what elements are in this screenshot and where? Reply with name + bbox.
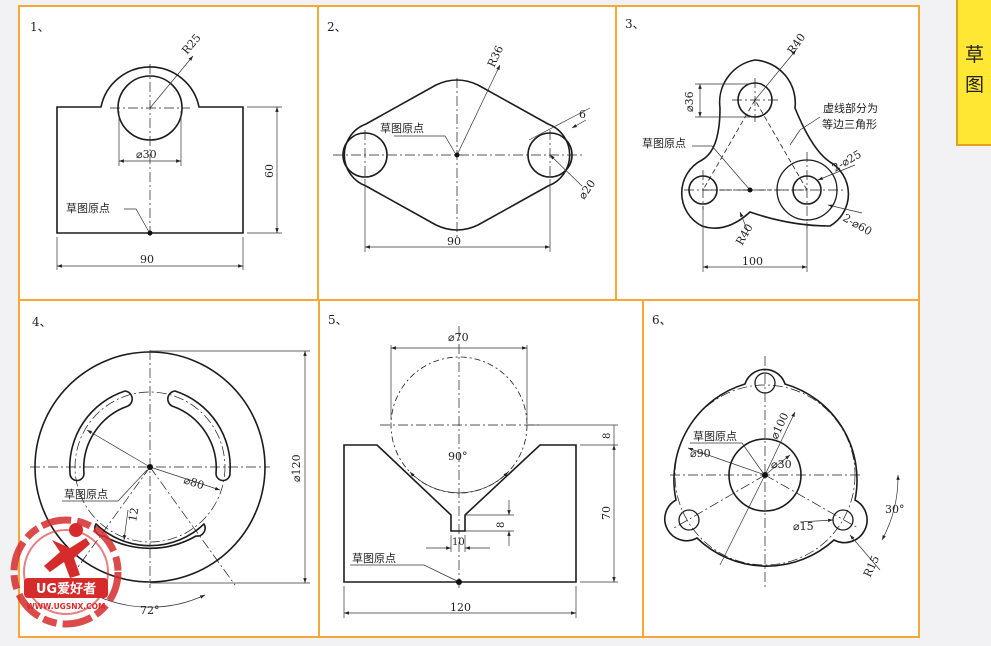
- radius-leader: [149, 55, 194, 109]
- dim-angle-label: 30°: [885, 503, 905, 516]
- drawing-2: [333, 64, 591, 252]
- origin-label: 草图原点: [66, 202, 110, 215]
- drawing-1: [56, 55, 282, 270]
- panel-frame-1: [18, 5, 319, 301]
- ug-logo: UG爱好者 WWW.UGSNX.COM: [10, 516, 122, 628]
- dim-angle-label: 90°: [448, 450, 468, 463]
- sketch-origin-point: [762, 472, 768, 478]
- drawing-3: [681, 49, 863, 272]
- chapter-side-tab: 草 图: [956, 0, 991, 146]
- sketch-origin-point: [147, 230, 153, 236]
- dim-angle-label: 72°: [140, 604, 160, 617]
- origin-label: 草图原点: [693, 430, 737, 443]
- side-tab-char-2: 图: [964, 74, 984, 96]
- origin-label: 草图原点: [64, 488, 108, 501]
- panel-frame-6: [642, 299, 920, 638]
- dim-diameter-label: ⌀70: [448, 331, 469, 344]
- origin-label: 草图原点: [642, 137, 686, 150]
- equilateral-triangle: [702, 99, 808, 191]
- panel-number-4: 4、: [32, 315, 52, 329]
- arc-slot-right: [167, 390, 232, 482]
- panel-number-3: 3、: [625, 17, 645, 31]
- dashed-note-line2: 等边三角形: [822, 117, 877, 131]
- panel-frames: [18, 5, 920, 638]
- dim-hole-diameter-label: ⌀15: [793, 520, 814, 533]
- plate-outline: [56, 66, 244, 234]
- dim-width-label: 100: [742, 255, 763, 268]
- dim-top-hole-label: ⌀36: [683, 91, 696, 112]
- dim-width-label: 90: [447, 235, 461, 248]
- bolt-hole-left: [678, 509, 700, 531]
- panel-number-5: 5、: [328, 313, 348, 327]
- dim-wall-label: 6: [579, 108, 586, 121]
- panel-frame-3: [615, 5, 920, 301]
- dim-outer-diameter-label: ⌀120: [290, 454, 303, 482]
- drawing-5: [343, 326, 618, 618]
- dim-diameter-label: ⌀30: [136, 148, 157, 161]
- panel-number-2: 2、: [327, 20, 347, 34]
- link-outline: [343, 79, 571, 231]
- flange-outline: [663, 368, 868, 567]
- side-tab-char-1: 草: [964, 44, 984, 66]
- panel-frame-2: [317, 5, 617, 301]
- panel-number-6: 6、: [652, 313, 672, 327]
- dim-height-label: 60: [263, 164, 276, 178]
- origin-label: 草图原点: [380, 122, 424, 135]
- panel-number-1: 1、: [30, 20, 50, 34]
- dim-slot-width-label: 12: [126, 506, 141, 522]
- dim-slot-depth-label: 8: [496, 522, 507, 528]
- sketch-origin-point: [147, 464, 153, 470]
- dim-top-gap-label: 8: [602, 433, 613, 439]
- dim-slot-width-label: 10: [452, 537, 465, 548]
- sketch-origin-point: [747, 187, 753, 193]
- drawing-6: [663, 356, 900, 590]
- arc-slot-left: [68, 390, 133, 482]
- dim-hub-diameter-label: ⌀30: [771, 458, 792, 471]
- origin-label: 草图原点: [352, 552, 396, 565]
- sketch-origin-point: [454, 152, 460, 158]
- runner-icon: [44, 523, 90, 578]
- panel-frame-5: [318, 299, 644, 638]
- dim-height-label: 70: [600, 506, 613, 520]
- sketch-origin-point: [456, 579, 462, 585]
- dim-pitch-diameter-label: ⌀80: [182, 473, 206, 492]
- dim-outer-diameter-label: ⌀90: [690, 447, 711, 460]
- logo-url-text: WWW.UGSNX.COM: [27, 602, 106, 611]
- dim-width-label: 90: [140, 253, 154, 266]
- dim-width-label: 120: [450, 601, 471, 614]
- logo-brand-text: UG爱好者: [36, 581, 96, 597]
- dashed-note-line1: 虚线部分为: [823, 101, 878, 115]
